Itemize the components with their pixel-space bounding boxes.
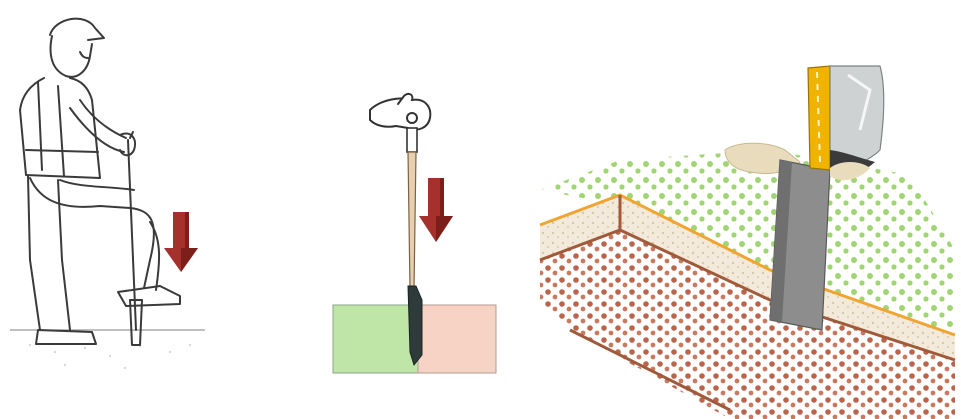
down-arrow-icon <box>419 178 453 242</box>
soil-block-left <box>333 305 418 373</box>
spade-grip <box>407 128 417 152</box>
worker-illustration <box>0 0 230 419</box>
ground-speckle <box>29 344 191 369</box>
spade-handle <box>408 152 416 290</box>
head <box>51 36 92 77</box>
hand-icon <box>370 94 430 130</box>
worker-figure <box>20 19 180 345</box>
panel-hand-pressing-spade <box>300 0 530 419</box>
down-arrow-icon <box>164 212 198 272</box>
raised-leg <box>30 178 154 288</box>
cap <box>50 19 104 40</box>
soil-cross-section-illustration <box>530 0 961 419</box>
raised-boot <box>118 286 180 306</box>
standing-boot <box>36 330 96 344</box>
panel-soil-layers-cross-section <box>530 0 961 419</box>
spade-handle-yellow <box>808 66 830 170</box>
spade-blade <box>408 286 422 365</box>
soil-block-right <box>418 305 496 373</box>
panel-worker-stepping-on-spade <box>0 0 230 419</box>
hand-spade-illustration <box>300 0 530 419</box>
standing-leg <box>28 176 40 330</box>
arm <box>80 100 126 138</box>
